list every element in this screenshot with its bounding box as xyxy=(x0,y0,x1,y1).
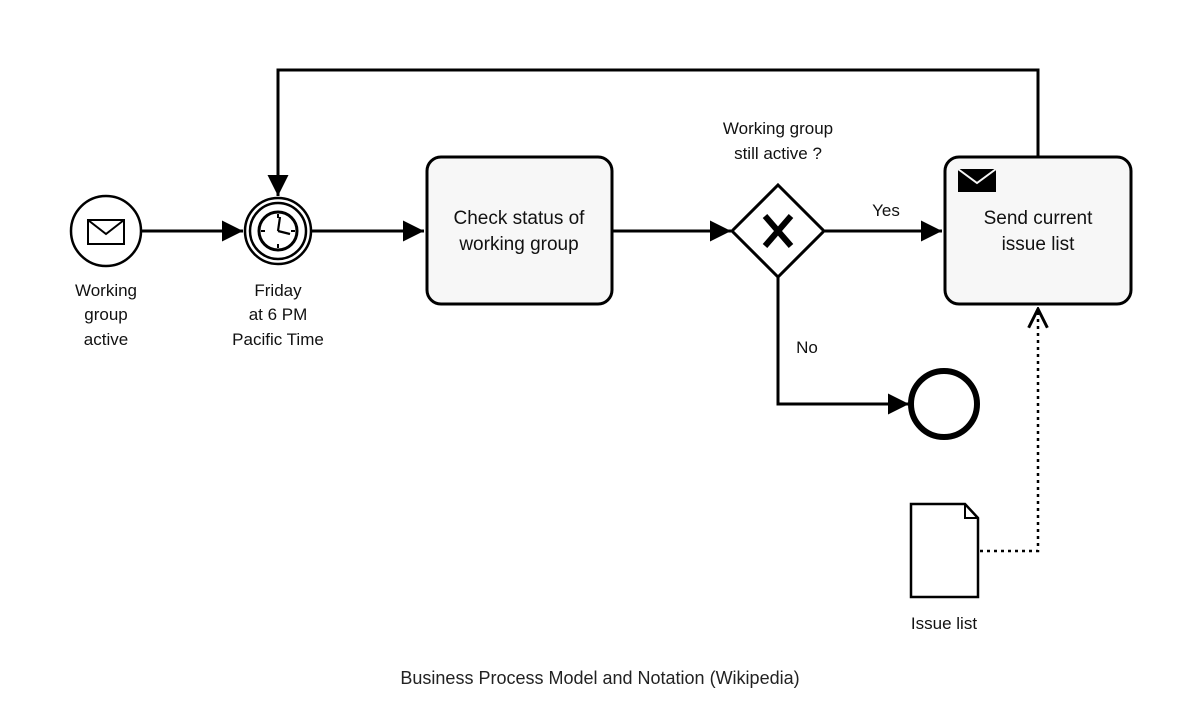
start-event-label-line-1: Working xyxy=(75,281,137,300)
timer-label-line-2: at 6 PM xyxy=(249,305,308,324)
gateway-label-line-2: still active ? xyxy=(734,144,822,163)
loop-back-flow xyxy=(267,68,1040,196)
task-check-label-line-2: working group xyxy=(458,234,578,255)
data-association xyxy=(980,309,1038,553)
flow-no xyxy=(776,277,909,415)
exclusive-gateway[interactable] xyxy=(729,182,827,280)
timer-label-line-1: Friday xyxy=(254,281,302,300)
flow-yes-label: Yes xyxy=(872,201,900,220)
start-event-label-line-2: group xyxy=(84,305,127,324)
clock-icon xyxy=(257,210,299,252)
flow-no-label: No xyxy=(796,338,818,357)
figure-caption: Business Process Model and Notation (Wik… xyxy=(400,668,800,688)
task-check-status[interactable] xyxy=(425,155,614,306)
end-event[interactable] xyxy=(908,368,980,440)
task-send-issue-list[interactable] xyxy=(943,155,1133,306)
data-object-issue-list[interactable] xyxy=(909,502,980,599)
end-event-icon xyxy=(908,368,980,440)
start-event-label-line-3: active xyxy=(84,330,128,349)
task-check-label-line-1: Check status of xyxy=(454,208,586,229)
data-object-label: Issue list xyxy=(911,614,977,633)
document-icon xyxy=(909,502,980,599)
exclusive-gateway-x-icon xyxy=(762,214,794,248)
envelope-icon xyxy=(87,219,125,245)
start-message-event[interactable] xyxy=(69,194,143,268)
gateway-label-line-1: Working group xyxy=(723,119,833,138)
task-send-label-line-2: issue list xyxy=(1002,234,1076,255)
filled-envelope-icon xyxy=(957,168,997,192)
task-send-label-line-1: Send current xyxy=(984,208,1094,229)
timer-event[interactable] xyxy=(243,196,313,266)
timer-label-line-3: Pacific Time xyxy=(232,330,324,349)
